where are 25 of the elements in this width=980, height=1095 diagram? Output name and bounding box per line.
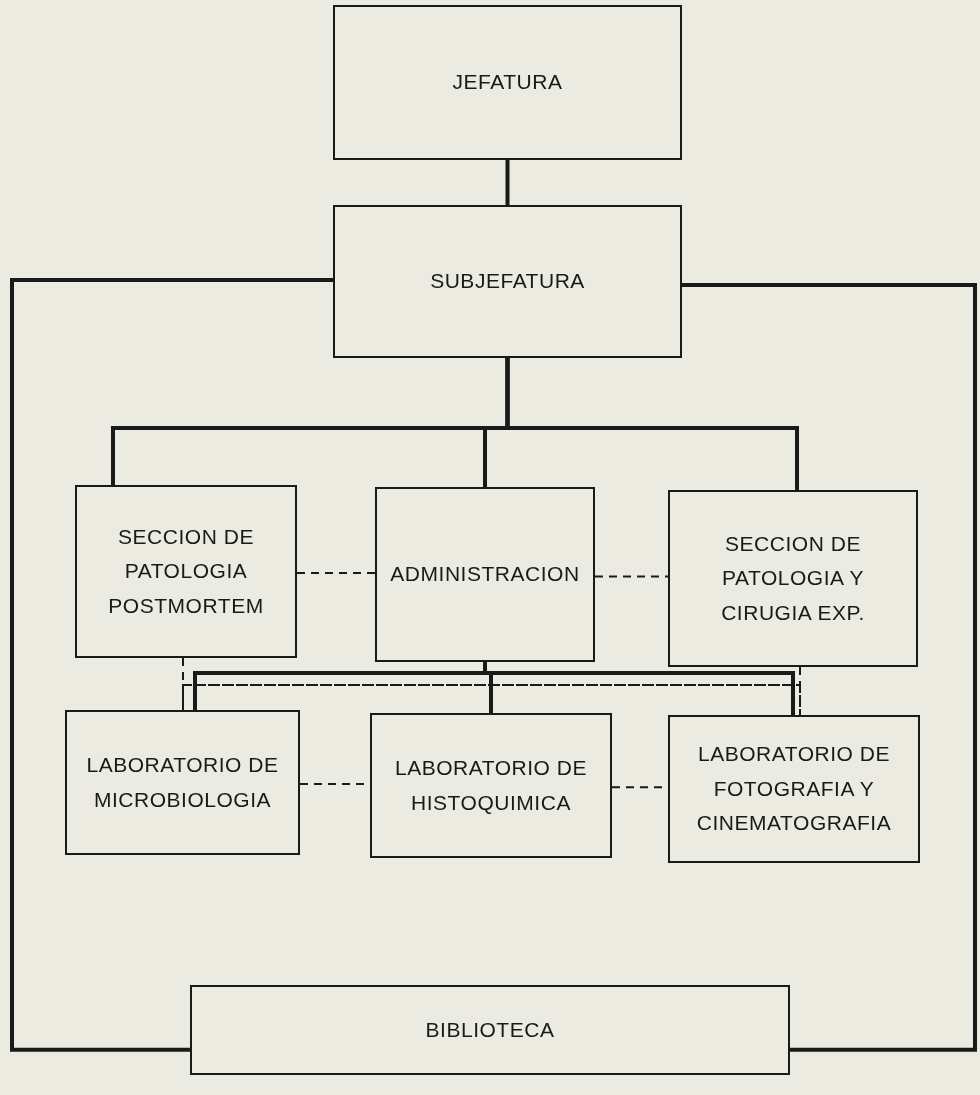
dashed-connector: [296, 572, 376, 574]
box-label: LABORATORIO DE HISTOQUIMICA: [393, 754, 589, 816]
box-label: LABORATORIO DE FOTOGRAFIA Y CINEMATOGRAFIA: [695, 741, 893, 837]
org-box: [333, 205, 682, 358]
org-box: [75, 485, 297, 658]
connector-line: [10, 278, 333, 1052]
box-label: ADMINISTRACION: [390, 561, 580, 588]
dashed-connector: [594, 575, 669, 578]
org-box: [668, 715, 920, 863]
box-label: SUBJEFATURA: [430, 268, 585, 295]
dashed-connector: [799, 666, 801, 716]
box-label: JEFATURA: [452, 69, 563, 96]
org-box: [370, 713, 612, 858]
connector-line: [505, 358, 799, 490]
org-box: [190, 985, 790, 1075]
org-box: [375, 487, 595, 662]
connector-line: [505, 160, 510, 205]
box-label: SECCION DE PATOLOGIA POSTMORTEM: [107, 523, 265, 619]
box-label: BIBLIOTECA: [425, 1016, 555, 1043]
org-box: [668, 490, 918, 667]
org-box: [333, 5, 682, 160]
org-box: [65, 710, 300, 855]
box-label: SECCION DE PATOLOGIA Y CIRUGIA EXP.: [720, 530, 866, 626]
box-label: LABORATORIO DE MICROBIOLOGIA: [85, 751, 280, 813]
connector-line: [682, 283, 977, 1052]
